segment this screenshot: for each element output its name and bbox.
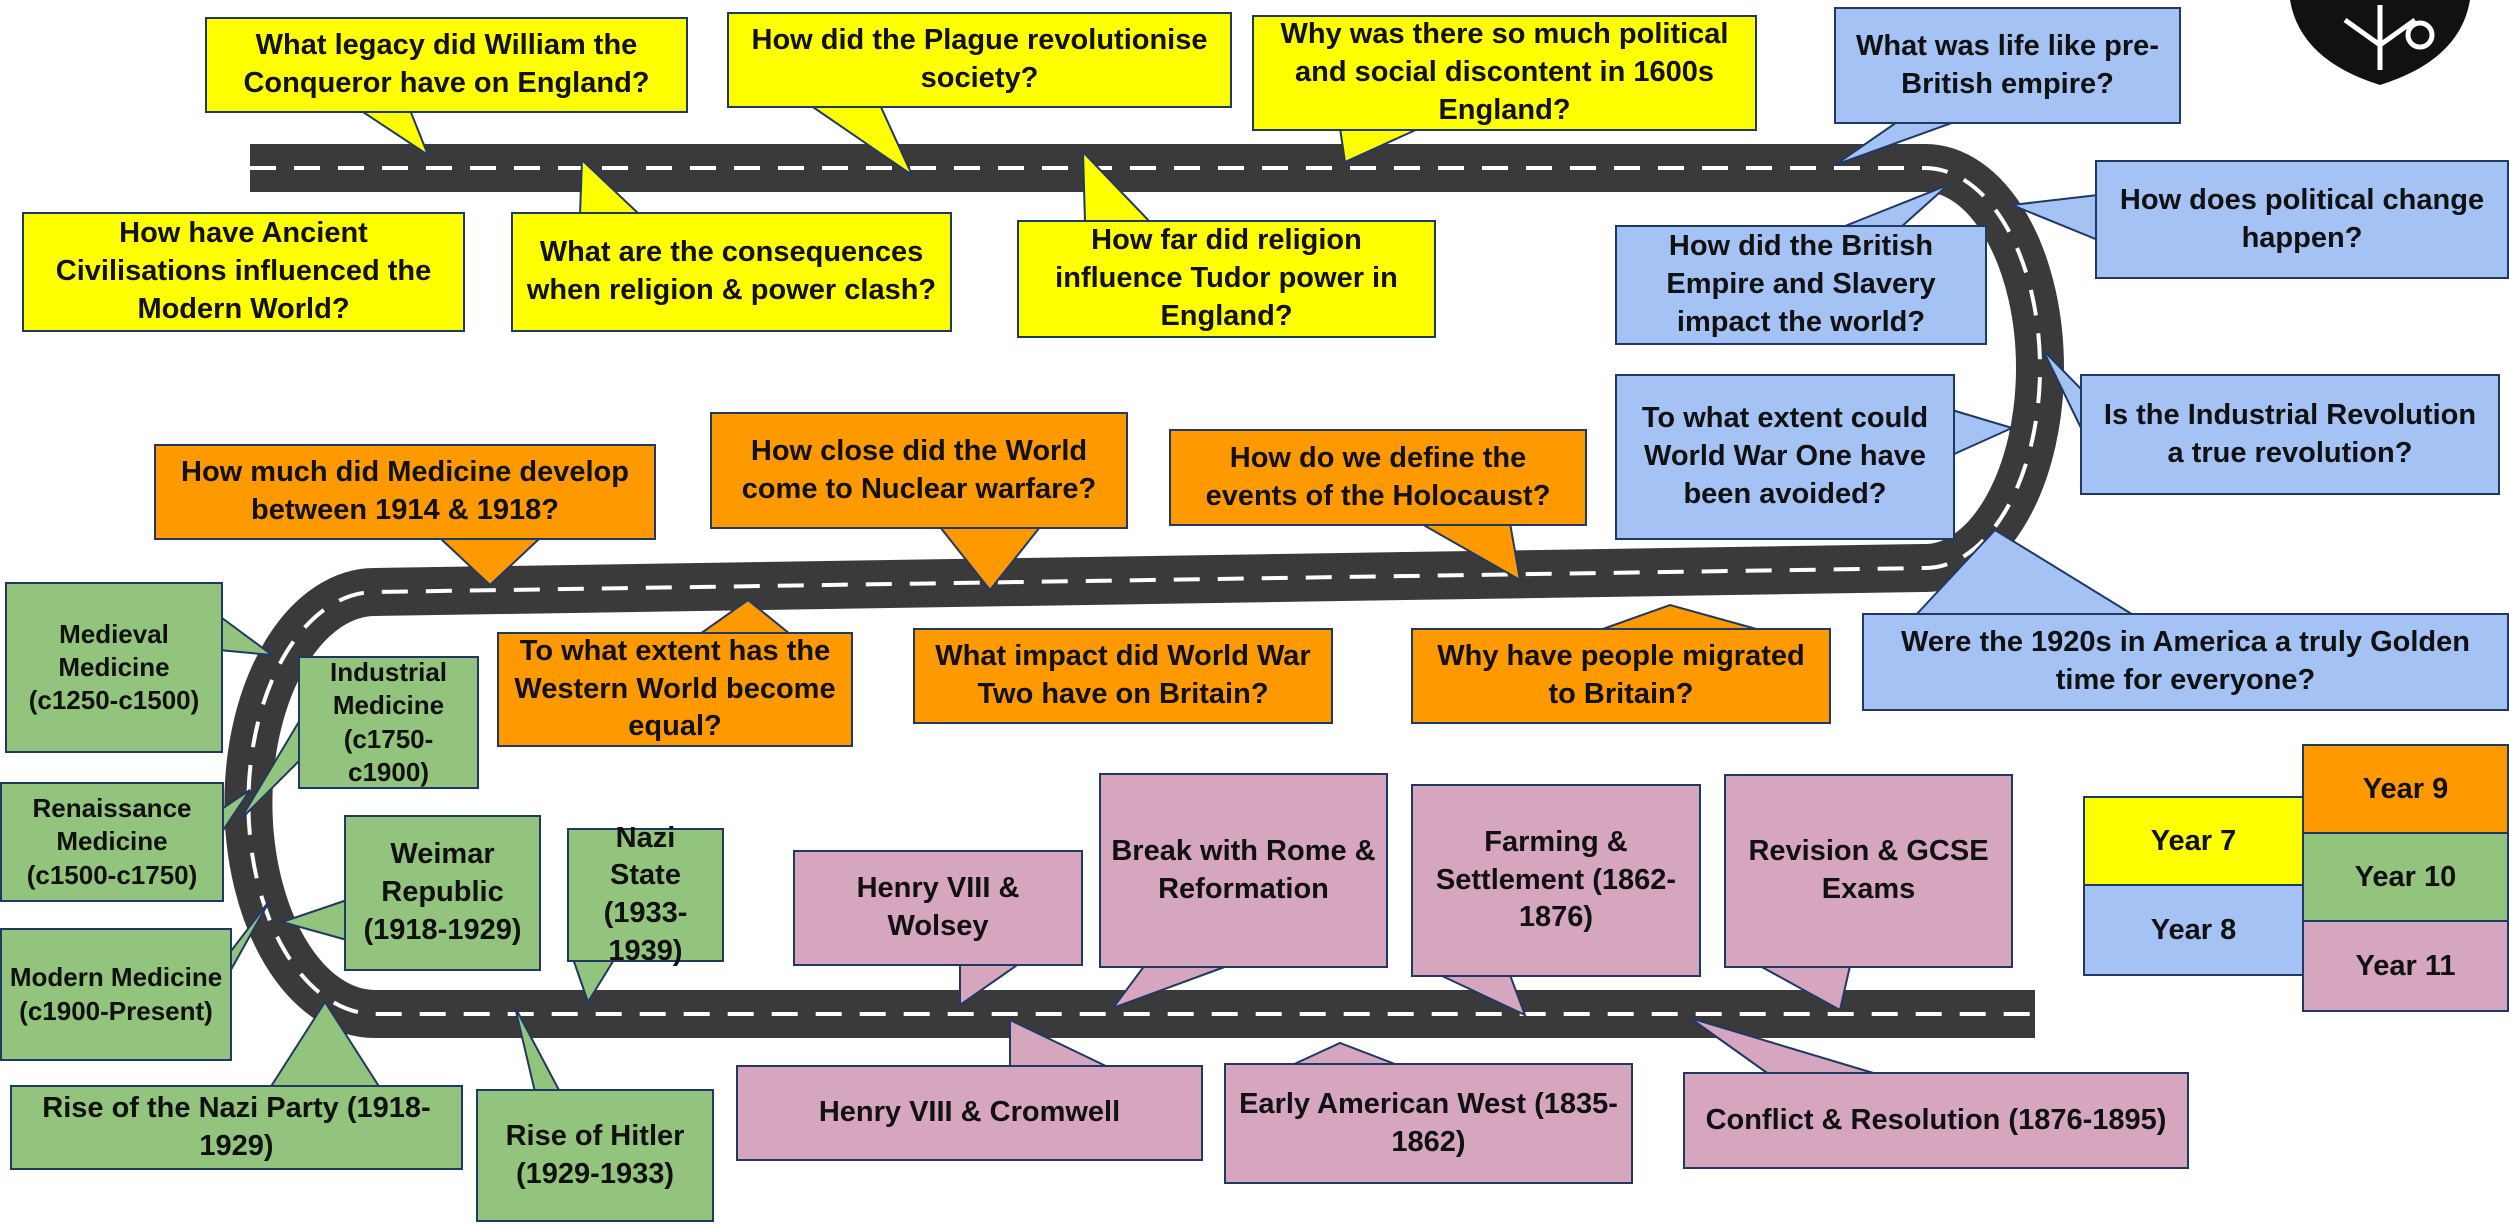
year7-box-1600s-discontent: Why was there so much political and soci… <box>1252 15 1757 131</box>
key-year10: Year 10 <box>2302 832 2509 922</box>
year11-box-conflict-resolution: Conflict & Resolution (1876-1895) <box>1683 1072 2189 1169</box>
year10-box-rise-of-hitler: Rise of Hitler (1929-1933) <box>476 1089 714 1222</box>
year10-box-medieval-medicine: Medieval Medicine (c1250-c1500) <box>5 582 223 753</box>
year9-box-nuclear-warfare: How close did the World come to Nuclear … <box>710 412 1128 529</box>
year10-box-weimar-republic: Weimar Republic (1918-1929) <box>344 815 541 971</box>
road-lane-markings <box>246 166 2042 1016</box>
year11-box-henry-cromwell: Henry VIII & Cromwell <box>736 1065 1203 1161</box>
year10-box-industrial-medicine: Industrial Medicine (c1750-c1900) <box>298 656 479 789</box>
year8-box-political-change: How does political change happen? <box>2095 160 2509 279</box>
year10-box-renaissance-medicine: Renaissance Medicine (c1500-c1750) <box>0 782 224 902</box>
year11-box-henry-wolsey: Henry VIII & Wolsey <box>793 850 1083 966</box>
year7-box-ancient-civilisations: How have Ancient Civilisations influence… <box>22 212 465 332</box>
year11-box-farming-settlement: Farming & Settlement (1862-1876) <box>1411 784 1701 977</box>
year7-box-religion-power: What are the consequences when religion … <box>511 212 952 332</box>
year9-box-medicine-1914: How much did Medicine develop between 19… <box>154 444 656 540</box>
year9-box-holocaust: How do we define the events of the Holoc… <box>1169 429 1587 526</box>
year7-box-william-legacy: What legacy did William the Conqueror ha… <box>205 17 688 113</box>
key-year9: Year 9 <box>2302 744 2509 834</box>
year8-box-pre-british-empire: What was life like pre-British empire? <box>1834 7 2181 124</box>
year10-box-nazi-state: Nazi State (1933-1939) <box>567 822 724 967</box>
year8-box-1920s-america: Were the 1920s in America a truly Golden… <box>1862 613 2509 711</box>
year8-box-ww1-avoided: To what extent could World War One have … <box>1615 374 1955 540</box>
year8-box-empire-slavery: How did the British Empire and Slavery i… <box>1615 225 1987 345</box>
year9-box-migration: Why have people migrated to Britain? <box>1411 628 1831 724</box>
year11-box-early-american-west: Early American West (1835-1862) <box>1224 1063 1633 1184</box>
year7-box-tudor-religion: How far did religion influence Tudor pow… <box>1017 220 1436 338</box>
year8-box-industrial-revolution: Is the Industrial Revolution a true revo… <box>2080 374 2500 495</box>
year11-box-revision-gcse: Revision & GCSE Exams <box>1724 774 2013 968</box>
year9-box-ww2-britain: What impact did World War Two have on Br… <box>913 628 1333 724</box>
key-year7: Year 7 <box>2083 796 2304 886</box>
key-year8: Year 8 <box>2083 884 2304 976</box>
key-year11: Year 11 <box>2302 920 2509 1012</box>
year9-box-western-equal: To what extent has the Western World bec… <box>497 632 853 747</box>
year10-box-modern-medicine: Modern Medicine (c1900-Present) <box>0 928 232 1061</box>
year7-box-plague: How did the Plague revolutionise society… <box>727 12 1232 108</box>
year11-box-break-with-rome: Break with Rome & Reformation <box>1099 773 1388 968</box>
year10-box-rise-nazi-party: Rise of the Nazi Party (1918-1929) <box>10 1085 463 1170</box>
callout-tails <box>217 104 2139 1093</box>
